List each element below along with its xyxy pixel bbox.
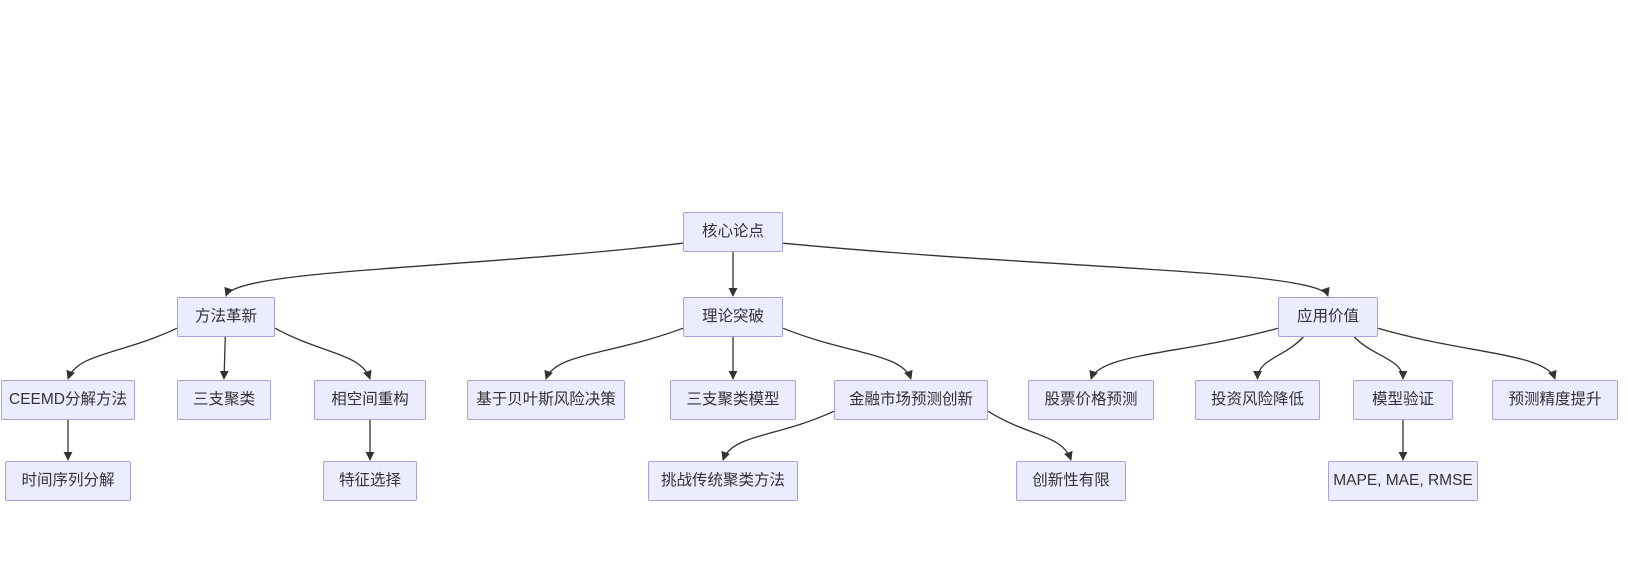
flowchart-node-phase-space: 相空间重构 xyxy=(314,380,426,420)
flowchart-node-application: 应用价值 xyxy=(1278,297,1378,337)
node-label: 模型验证 xyxy=(1371,390,1434,408)
edge-application-stock-pred xyxy=(1089,327,1279,380)
flowchart-node-fin-innovation: 金融市场预测创新 xyxy=(834,380,988,420)
node-label: 核心论点 xyxy=(701,222,764,240)
node-label: 时间序列分解 xyxy=(21,471,115,489)
flowchart-node-stock-pred: 股票价格预测 xyxy=(1028,380,1154,420)
edge-application-model-validation xyxy=(1353,336,1408,380)
flowchart-node-precision: 预测精度提升 xyxy=(1492,380,1618,420)
edge-fin-innovation-challenge-clustering xyxy=(721,410,835,461)
edge-method-ceemd xyxy=(66,327,178,380)
node-label: 基于贝叶斯风险决策 xyxy=(476,390,616,408)
node-label: 理论突破 xyxy=(701,307,764,325)
flowchart-node-bayes-risk: 基于贝叶斯风险决策 xyxy=(467,380,625,420)
flowchart-node-metrics: MAPE, MAE, RMSE xyxy=(1328,461,1478,501)
node-label: 三支聚类 xyxy=(192,390,255,408)
flowchart-node-limited-innovation: 创新性有限 xyxy=(1016,461,1126,501)
node-label: 相空间重构 xyxy=(331,390,409,408)
edge-method-phase-space xyxy=(274,327,372,380)
node-label: 金融市场预测创新 xyxy=(848,390,973,408)
flowchart-node-model-validation: 模型验证 xyxy=(1353,380,1453,420)
node-label: 应用价值 xyxy=(1296,307,1359,325)
node-label: 股票价格预测 xyxy=(1044,390,1138,408)
node-label: 预测精度提升 xyxy=(1508,390,1602,408)
edge-application-risk-reduction xyxy=(1253,336,1304,380)
flowchart-node-core: 核心论点 xyxy=(683,212,783,252)
edge-core-method xyxy=(224,242,684,297)
node-label: 方法革新 xyxy=(194,307,257,325)
flowchart-node-challenge-clustering: 挑战传统聚类方法 xyxy=(648,461,798,501)
node-label: 创新性有限 xyxy=(1032,471,1110,489)
edge-application-precision xyxy=(1377,327,1557,380)
flowchart-node-feature-selection: 特征选择 xyxy=(323,461,417,501)
node-label: CEEMD分解方法 xyxy=(9,390,127,408)
node-label: 特征选择 xyxy=(338,471,401,489)
flowchart-node-three-way-clustering: 三支聚类 xyxy=(177,380,271,420)
node-label: 投资风险降低 xyxy=(1210,390,1304,408)
flowchart-node-three-way-model: 三支聚类模型 xyxy=(670,380,796,420)
flowchart-node-risk-reduction: 投资风险降低 xyxy=(1195,380,1320,420)
edge-fin-innovation-limited-innovation xyxy=(987,410,1073,461)
flowchart-node-method: 方法革新 xyxy=(177,297,275,337)
flowchart-node-ceemd: CEEMD分解方法 xyxy=(1,380,135,420)
node-label: 挑战传统聚类方法 xyxy=(660,471,785,489)
flowchart-node-theory: 理论突破 xyxy=(683,297,783,337)
node-label: 三支聚类模型 xyxy=(686,390,780,408)
edge-method-three-way-clustering xyxy=(219,336,229,380)
node-label: MAPE, MAE, RMSE xyxy=(1333,471,1473,489)
edge-theory-bayes-risk xyxy=(544,327,684,380)
edge-core-application xyxy=(782,242,1330,297)
edge-theory-fin-innovation xyxy=(782,327,913,380)
flowchart-node-ts-decomposition: 时间序列分解 xyxy=(5,461,131,501)
